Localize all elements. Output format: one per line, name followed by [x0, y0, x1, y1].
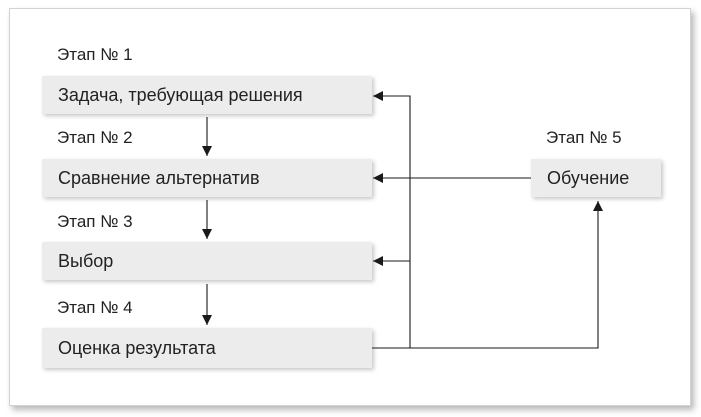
stage-2-box: Сравнение альтернатив	[42, 159, 372, 197]
stage-5-text: Обучение	[547, 168, 630, 188]
path-to-stage-5	[410, 201, 603, 349]
stage-1-label: Этап № 1	[57, 45, 133, 64]
stage-3-box: Выбор	[42, 242, 372, 280]
stage-4-text: Оценка результата	[58, 338, 216, 358]
stage-4-box: Оценка результата	[42, 328, 372, 368]
feedback-loop-line	[372, 95, 411, 349]
stage-5-label: Этап № 5	[546, 128, 622, 147]
stage-1-box: Задача, требующая решения	[42, 76, 372, 114]
stage-4-label: Этап № 4	[57, 298, 133, 317]
stage-2-text: Сравнение альтернатив	[58, 168, 260, 188]
stage-1-text: Задача, требующая решения	[58, 85, 303, 105]
stage-3-text: Выбор	[58, 251, 114, 271]
stage-5-box: Обучение	[531, 159, 661, 197]
stage-2-label: Этап № 2	[57, 128, 133, 147]
stage-3-label: Этап № 3	[57, 212, 133, 231]
